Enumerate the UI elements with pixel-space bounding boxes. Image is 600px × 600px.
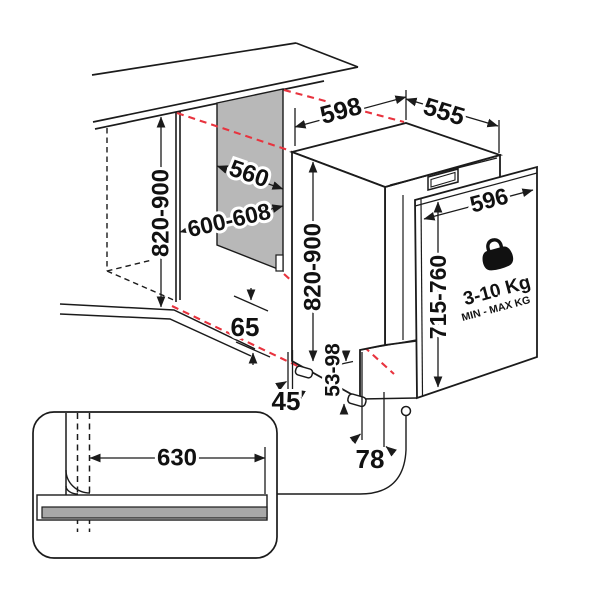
dim-label-top-width: 598 xyxy=(317,92,365,130)
callout-leader xyxy=(277,405,412,495)
dim-front-clearance xyxy=(349,352,397,457)
niche-hidden-edges-dashed xyxy=(106,128,177,302)
dim-feet-range xyxy=(338,350,354,415)
dim-label-plinth-clearance: 65 xyxy=(231,312,260,342)
countertop-lines xyxy=(91,42,359,130)
dim-top-depth xyxy=(405,97,500,153)
control-panel-recess xyxy=(427,168,459,191)
dimension-lines xyxy=(156,90,534,457)
plinth-board-bar xyxy=(41,506,268,519)
adjustable-foot-left xyxy=(294,365,314,379)
dim-label-top-depth: 555 xyxy=(420,93,468,132)
dim-foot-offset xyxy=(275,350,306,399)
dim-label-front-clearance: 78 xyxy=(356,444,385,474)
detail-callout-box xyxy=(32,411,278,559)
niche-front-edge xyxy=(175,111,181,302)
dim-label-foot-offset: 45 xyxy=(272,386,301,416)
dim-label-niche-height: 820-900 xyxy=(148,169,175,257)
callout-anchor-circle xyxy=(400,405,412,417)
floor-lines xyxy=(59,303,256,357)
dim-label-door-height: 715-760 xyxy=(425,255,451,339)
hose-bend-arcs xyxy=(65,469,91,495)
dim-label-hose-length: 630 xyxy=(157,445,197,472)
weight-icon xyxy=(482,238,514,271)
dim-niche-width xyxy=(179,204,284,234)
dim-label-feet-range: 53-98 xyxy=(322,343,345,397)
dim-niche-depth xyxy=(216,165,284,190)
dim-hose-length xyxy=(89,447,266,494)
dim-label-appliance-height: 820-900 xyxy=(300,223,327,311)
dim-plinth-clearance xyxy=(233,288,271,365)
niche-panel-notch xyxy=(275,254,284,272)
adjustable-foot-right xyxy=(347,393,367,408)
